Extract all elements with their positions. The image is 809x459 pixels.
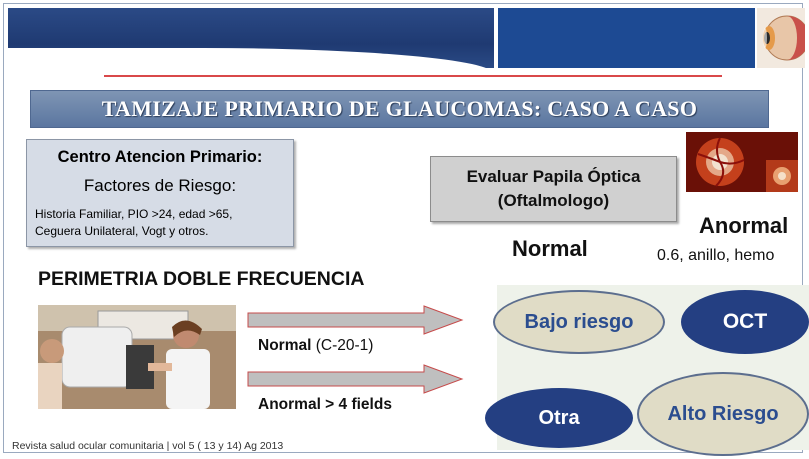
eye-icon xyxy=(763,15,805,61)
perimetry-photo-image xyxy=(38,305,236,409)
arrow-normal xyxy=(247,305,464,335)
perimetry-anormal-result: Anormal xyxy=(258,396,321,413)
perimetry-normal-label: Normal (C-20-1) xyxy=(258,337,373,355)
outcome-anormal-criteria: 0.6, anillo, hemo xyxy=(657,247,775,264)
fundus-image xyxy=(686,132,798,192)
other-ellipse: Otra xyxy=(485,388,633,448)
perimetry-anormal-detail: > 4 fields xyxy=(320,396,392,413)
oct-ellipse: OCT xyxy=(681,290,809,354)
low-risk-ellipse: Bajo riesgo xyxy=(493,290,665,354)
header-divider xyxy=(104,75,722,77)
header-banner-left xyxy=(8,8,494,74)
risk-factors-heading: Factores de Riesgo: xyxy=(83,176,237,195)
perimetry-anormal-label: Anormal > 4 fields xyxy=(258,396,392,414)
risk-factors-line-2: Ceguera Unilateral, Vogt y otros. xyxy=(35,224,209,238)
eye-logo xyxy=(757,8,805,68)
arrow-anormal xyxy=(247,364,464,394)
risk-factors-line-1: Historia Familiar, PIO >24, edad >65, xyxy=(35,207,233,221)
high-risk-ellipse: Alto Riesgo xyxy=(637,372,809,456)
slide-frame xyxy=(3,3,803,453)
slide-title: TAMIZAJE PRIMARIO DE GLAUCOMAS: CASO A C… xyxy=(101,96,698,121)
perimetry-heading: PERIMETRIA DOBLE FRECUENCIA xyxy=(38,268,365,290)
optic-disc-box: Evaluar Papila Óptica (Oftalmologo) xyxy=(430,156,677,222)
header-banner-right xyxy=(498,8,755,68)
optic-disc-title: Evaluar Papila Óptica xyxy=(466,167,641,186)
title-bar: TAMIZAJE PRIMARIO DE GLAUCOMAS: CASO A C… xyxy=(30,90,769,128)
footer-citation: Revista salud ocular comunitaria | vol 5… xyxy=(12,440,284,452)
optic-disc-subtitle: (Oftalmologo) xyxy=(497,191,610,210)
outcome-normal-label: Normal xyxy=(512,236,588,261)
perimetry-photo xyxy=(38,305,236,409)
primary-care-title: Centro Atencion Primario: xyxy=(57,148,263,166)
perimetry-normal-detail: (C-20-1) xyxy=(311,337,374,354)
perimetry-normal-result: Normal xyxy=(258,337,312,354)
primary-care-box: Centro Atencion Primario: Factores de Ri… xyxy=(26,139,294,247)
outcome-anormal-label: Anormal xyxy=(699,213,789,238)
fundus-photo-icon xyxy=(686,132,798,192)
